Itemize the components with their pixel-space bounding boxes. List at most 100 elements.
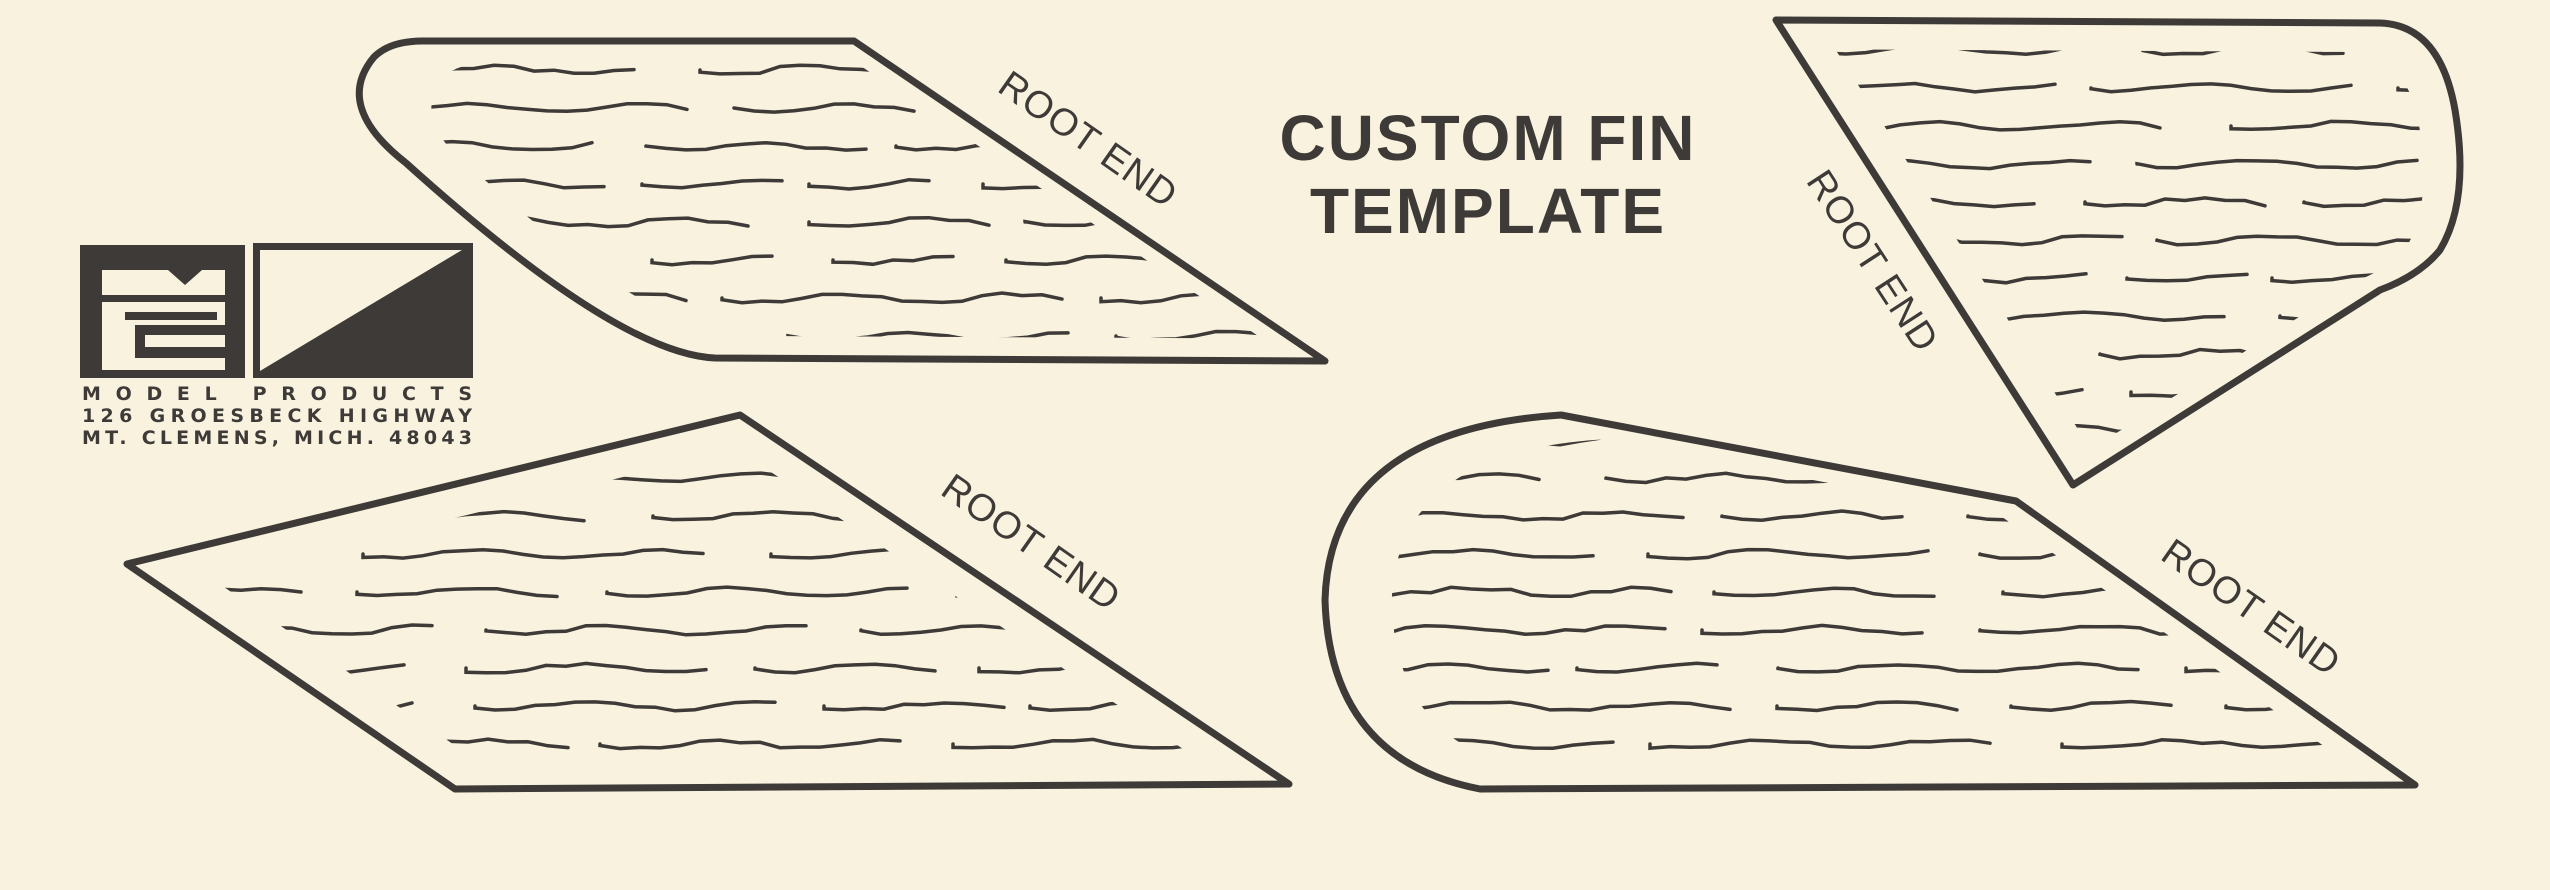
company-address-1: 126 GROESBECK HIGHWAY [82,405,472,427]
grain-line [210,699,414,713]
grain-line [1700,623,1924,636]
fin-outline [1321,411,2419,793]
grain-line [753,662,937,675]
grain-line [1391,700,1732,712]
grain-line [2448,350,2550,358]
grain-line [1835,158,2092,171]
grain-line [1775,700,1959,713]
grain-line [2129,386,2413,399]
grain-line [951,737,1210,750]
grain-line [1776,661,2140,674]
grain-line [2113,472,2257,485]
grain-line [1028,699,1210,713]
grain-line [831,254,955,267]
grain-line [1114,329,1262,339]
grain-line [2089,82,2353,94]
grain-line [1158,471,1210,484]
grain-line [1835,49,2088,57]
grain-line [484,623,808,637]
grain-line [1391,547,1595,561]
grain-line [1103,436,1423,444]
grain-line [137,778,477,787]
grain-line [2302,197,2424,209]
grain-line [355,586,559,599]
grain-line [1648,738,1992,751]
grain-line [431,139,594,153]
grain-line [2009,699,2173,712]
grain-line [2377,49,2424,56]
grain-line [1646,547,1930,561]
grain-line [1835,119,2162,133]
wood-grain [137,436,1423,787]
fin-outline [355,37,1329,365]
grain-line [1023,216,1262,228]
grain-line [640,178,784,190]
grain-line [1391,662,1550,674]
grain-line [2184,662,2351,675]
grain-line [1835,423,1933,437]
grain-line [2135,158,2419,170]
grain-line [464,661,708,675]
grain-line [2125,272,2249,283]
grain-line [1962,310,2226,322]
grain-line [2229,119,2424,132]
grain-line [361,547,705,560]
fin-top-right: ROOT END [1772,16,2550,489]
company-name: MODEL PRODUCTS [82,383,472,405]
grain-line [1118,624,1210,637]
grain-line [598,737,902,751]
grain-line [2098,347,2402,361]
grain-line [879,436,1079,443]
grain-line [431,178,606,190]
grain-line [1835,386,2084,399]
grain-line [2244,439,2351,447]
grain-line [859,624,1063,637]
grain-line [1391,737,1615,750]
grain-line [644,140,868,152]
grain-line [431,63,636,76]
grain-line [1712,586,1936,598]
grain-line [651,509,995,523]
grain-line [2259,585,2351,599]
grain-line [807,177,931,191]
title-line-1: CUSTOM FIN [1279,102,1696,174]
grain-line [1391,439,1662,447]
grain-line [1604,471,1868,485]
grain-line [2155,233,2424,247]
grain-line [1306,294,1446,302]
grain-line [1135,64,1262,76]
grain-line [894,139,1198,152]
grain-line [786,330,1070,339]
grain-line [1957,439,2201,447]
company-address-2: MT. CLEMENS, MICH. 48043 [82,427,472,449]
grain-line [2043,463,2283,472]
grain-line [1835,348,2030,361]
grain-line [720,291,1064,305]
grain-line [1391,510,1685,522]
grain-line [1125,549,1210,561]
grain-line [2331,465,2550,472]
root-end-label: ROOT END [2154,531,2348,685]
grain-line [822,701,1006,712]
grain-line [1024,510,1208,521]
grain-line [431,216,750,229]
grain-line [2319,510,2351,522]
grain-line [1189,586,1210,598]
root-end-label: ROOT END [1798,163,1946,360]
grain-line [2083,196,2267,208]
grain-line [1956,423,2240,437]
grain-line [473,700,777,713]
grain-line [977,661,1210,675]
grain-line [2286,424,2424,437]
grain-line [431,101,689,115]
grain-line [2141,49,2345,57]
grain-line [650,254,774,267]
fin-bottom-right: ROOT END [1321,411,2419,793]
grain-line [1720,509,1904,522]
grain-line [1391,623,1667,637]
root-end-label: ROOT END [991,63,1185,217]
grain-line [1391,472,1541,485]
grain-line [210,623,434,636]
